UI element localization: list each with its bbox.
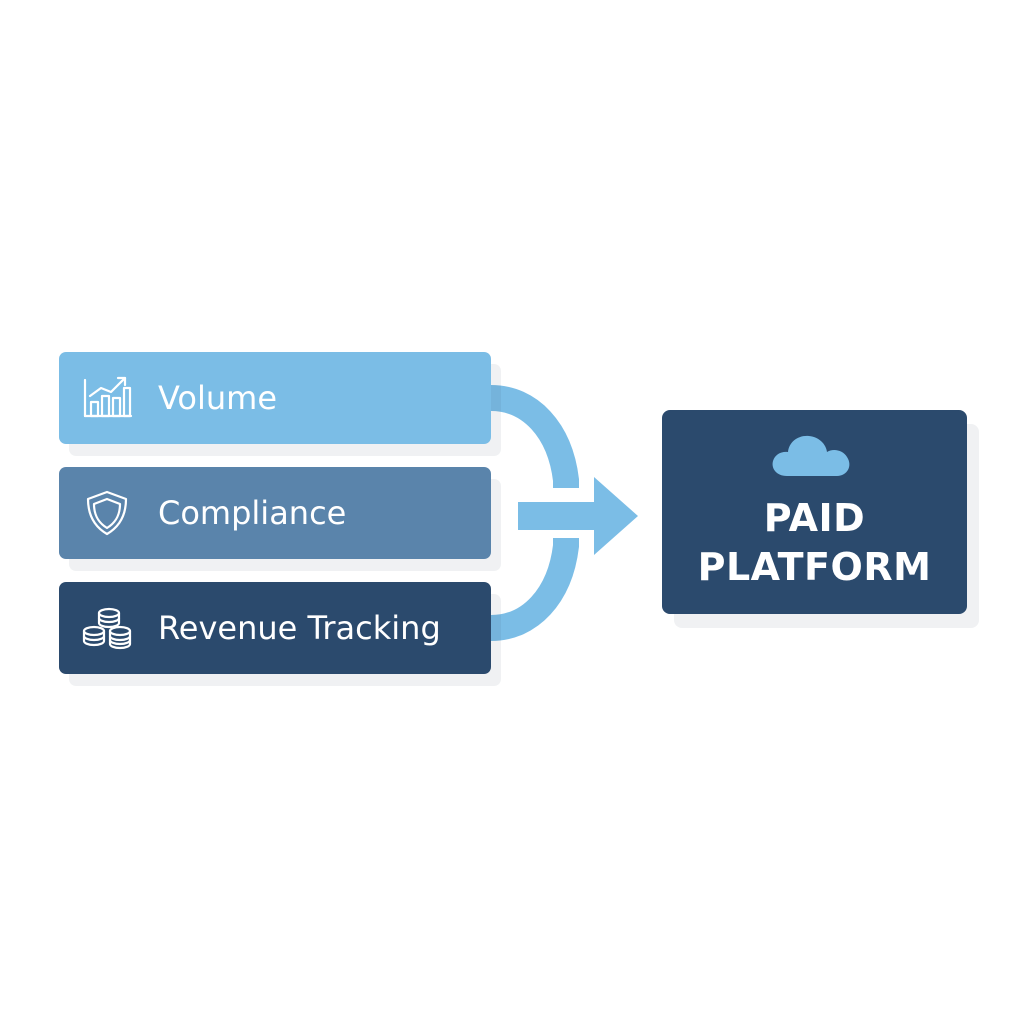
input-compliance-label: Compliance [158, 494, 347, 532]
input-volume: Volume [59, 352, 491, 444]
platform-title-line1: PAID [763, 496, 866, 540]
platform-title-line2: PLATFORM [697, 545, 932, 589]
paid-platform-box: PAID PLATFORM [662, 410, 967, 614]
input-volume-label: Volume [158, 379, 278, 417]
connector-revenue [490, 538, 579, 641]
arrow-right-icon [518, 477, 638, 555]
shield-icon [81, 489, 133, 537]
connector-volume [490, 385, 579, 488]
coin-stack-icon [81, 604, 133, 652]
input-revenue-tracking-label: Revenue Tracking [158, 609, 441, 647]
input-revenue-tracking: Revenue Tracking [59, 582, 491, 674]
input-compliance: Compliance [59, 467, 491, 559]
bar-chart-growth-icon [81, 374, 133, 422]
cloud-icon [767, 424, 859, 488]
